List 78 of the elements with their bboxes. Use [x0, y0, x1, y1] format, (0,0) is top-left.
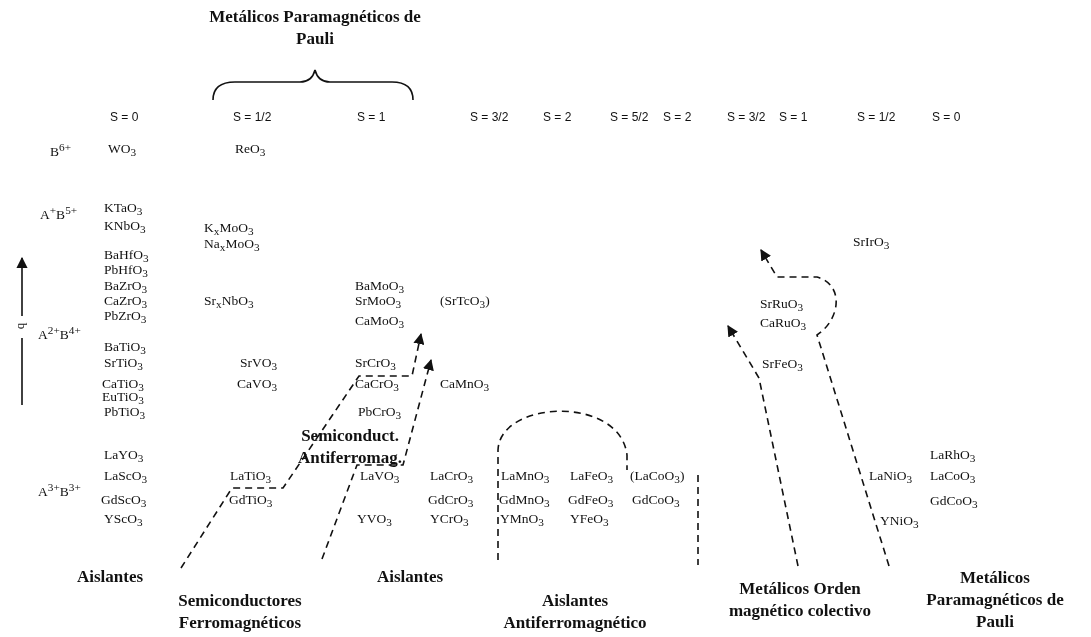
formula-label: PbZrO$_{3}$	[104, 308, 147, 326]
formula-label: SrTiO$_{3}$	[104, 355, 143, 373]
formula-label: YCrO$_{3}$	[430, 511, 469, 529]
formula-label: (SrTcO$_{3}$)	[440, 293, 490, 311]
formula-label: CaRuO$_{3}$	[760, 315, 807, 333]
formula-label: BaTiO$_{3}$	[104, 339, 146, 357]
formula-label: LaCoO$_{3}$	[930, 468, 976, 486]
formula-label: GdCoO$_{3}$	[632, 492, 680, 510]
formula-label: LaYO$_{3}$	[104, 447, 144, 465]
formula-label: SrRuO$_{3}$	[760, 296, 804, 314]
formula-label: GdScO$_{3}$	[101, 492, 147, 510]
category-heading: Metálicos Orden magnético colectivo	[727, 577, 873, 622]
axis-label: b	[15, 322, 29, 330]
formula-label: YFeO$_{3}$	[570, 511, 609, 529]
formula-label: GdCoO$_{3}$	[930, 493, 978, 511]
formula-label: K$_{x}$MoO$_{3}$	[204, 220, 254, 238]
spin-label: S = 1	[779, 111, 808, 123]
formula-label: CaVO$_{3}$	[237, 376, 278, 394]
formula-label: SrIrO$_{3}$	[853, 234, 890, 252]
formula-label: CaMnO$_{3}$	[440, 376, 490, 394]
formula-label: YMnO$_{3}$	[500, 511, 544, 529]
formula-label: B$^{6+}$	[50, 141, 71, 159]
formula-label: SrFeO$_{3}$	[762, 356, 803, 374]
formula-label: LaRhO$_{3}$	[930, 447, 976, 465]
formula-label: CaTiO$_{3}$	[102, 376, 144, 394]
formula-label: YVO$_{3}$	[357, 511, 392, 529]
formula-label: CaMoO$_{3}$	[355, 313, 405, 331]
spin-label: S = 3/2	[727, 111, 766, 123]
formula-label: LaCrO$_{3}$	[430, 468, 474, 486]
formula-label: LaScO$_{3}$	[104, 468, 148, 486]
formula-label: PbCrO$_{3}$	[358, 404, 402, 422]
spin-label: S = 3/2	[470, 111, 509, 123]
category-heading: Aislantes Antiferromagnético	[502, 589, 648, 634]
category-heading: Semiconductores Ferromagnéticos	[177, 589, 303, 634]
formula-label: LaTiO$_{3}$	[230, 468, 272, 486]
spin-label: S = 2	[543, 111, 572, 123]
spin-label: S = 1/2	[857, 111, 896, 123]
formula-label: (LaCoO$_{3}$)	[630, 468, 685, 486]
formula-label: KTaO$_{3}$	[104, 200, 143, 218]
formula-label: A$^{+}$B$^{5+}$	[40, 204, 78, 222]
formula-label: LaFeO$_{3}$	[570, 468, 614, 486]
formula-label: SrMoO$_{3}$	[355, 293, 402, 311]
category-heading: Aislantes	[375, 565, 445, 588]
formula-label: KNbO$_{3}$	[104, 218, 146, 236]
formula-label: ReO$_{3}$	[235, 141, 266, 159]
spin-label: S = 1	[357, 111, 386, 123]
formula-label: LaVO$_{3}$	[360, 468, 400, 486]
formula-label: Na$_{x}$MoO$_{3}$	[204, 236, 260, 254]
formula-label: SrCrO$_{3}$	[355, 355, 396, 373]
category-heading: Metálicos Paramagnéticos de Pauli	[925, 566, 1065, 634]
category-heading: Aislantes	[75, 565, 145, 588]
formula-label: CaZrO$_{3}$	[104, 293, 148, 311]
category-heading: Semiconduct. Antiferromag.	[297, 424, 403, 469]
formula-label: GdCrO$_{3}$	[428, 492, 474, 510]
formula-label: LaNiO$_{3}$	[869, 468, 913, 486]
formula-label: GdMnO$_{3}$	[499, 492, 550, 510]
formula-label: CaCrO$_{3}$	[355, 376, 399, 394]
bracket-heading: Metálicos Paramagnéticos de Pauli	[208, 5, 422, 50]
formula-label: A$^{3+}$B$^{3+}$	[38, 481, 81, 499]
spin-label: S = 0	[932, 111, 961, 123]
formula-label: WO$_{3}$	[108, 141, 137, 159]
formula-label: PbTiO$_{3}$	[104, 404, 146, 422]
spin-label: S = 1/2	[233, 111, 272, 123]
formula-label: BaHfO$_{3}$	[104, 247, 149, 265]
spin-label: S = 0	[110, 111, 139, 123]
formula-label: PbHfO$_{3}$	[104, 262, 148, 280]
formula-label: SrVO$_{3}$	[240, 355, 278, 373]
formula-label: YNiO$_{3}$	[880, 513, 919, 531]
formula-label: LaMnO$_{3}$	[501, 468, 550, 486]
formula-label: GdFeO$_{3}$	[568, 492, 614, 510]
spin-label: S = 5/2	[610, 111, 649, 123]
formula-label: Sr$_{x}$NbO$_{3}$	[204, 293, 254, 311]
formula-label: BaZrO$_{3}$	[104, 278, 148, 296]
formula-label: GdTiO$_{3}$	[229, 492, 273, 510]
formula-label: BaMoO$_{3}$	[355, 278, 405, 296]
formula-label: YScO$_{3}$	[104, 511, 143, 529]
formula-label: A$^{2+}$B$^{4+}$	[38, 324, 81, 342]
spin-label: S = 2	[663, 111, 692, 123]
